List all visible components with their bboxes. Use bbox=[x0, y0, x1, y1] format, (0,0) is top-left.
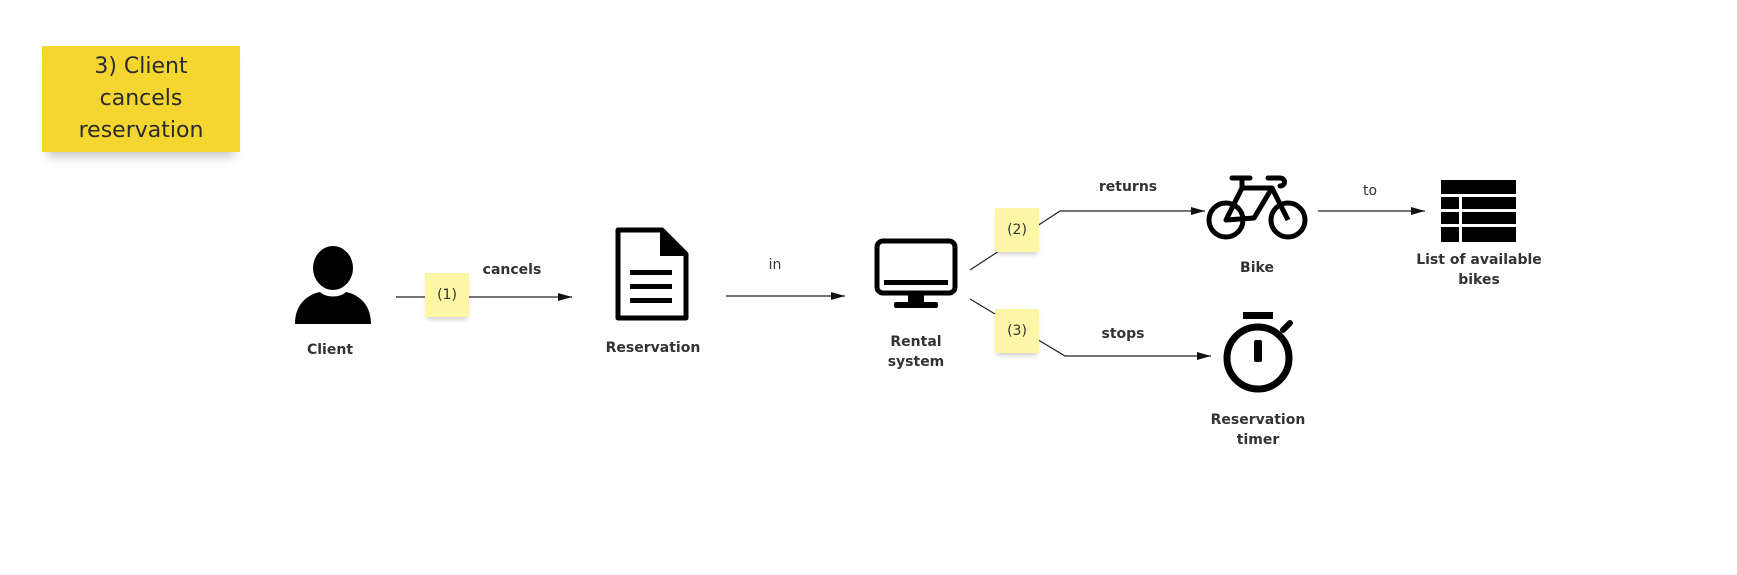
reservation-label: Reservation bbox=[605, 340, 701, 356]
edge-label-stops: stops bbox=[1101, 326, 1145, 342]
edge-label-in: in bbox=[768, 257, 782, 273]
list-table-icon bbox=[1441, 180, 1516, 242]
step-note-1[interactable]: (1) bbox=[425, 273, 469, 317]
client-label: Client bbox=[306, 342, 354, 358]
rental-system-node[interactable] bbox=[874, 238, 958, 310]
edge-label-to: to bbox=[1362, 183, 1378, 199]
step-note-2[interactable]: (2) bbox=[995, 208, 1039, 252]
step-label-3: (3) bbox=[1007, 323, 1027, 339]
document-icon bbox=[615, 227, 689, 321]
step-note-3[interactable]: (3) bbox=[995, 309, 1039, 353]
client-node[interactable] bbox=[292, 244, 374, 326]
bike-node[interactable] bbox=[1206, 172, 1308, 242]
reservation-timer-label: Reservation timer bbox=[1210, 412, 1306, 448]
person-icon bbox=[295, 246, 371, 324]
rental-system-label: Rental system bbox=[887, 334, 945, 370]
edge-label-cancels: cancels bbox=[482, 262, 542, 278]
reservation-node[interactable] bbox=[614, 226, 690, 322]
monitor-icon bbox=[874, 238, 958, 308]
list-bikes-node[interactable] bbox=[1441, 180, 1516, 242]
title-sticky-note[interactable]: 3) Client cancels reservation bbox=[42, 46, 240, 152]
bike-label: Bike bbox=[1240, 260, 1274, 276]
reservation-timer-node[interactable] bbox=[1221, 312, 1295, 396]
step-label-1: (1) bbox=[437, 287, 457, 303]
step-label-2: (2) bbox=[1007, 222, 1027, 238]
title-text: 3) Client cancels reservation bbox=[78, 54, 204, 143]
edge-label-returns: returns bbox=[1098, 179, 1158, 195]
list-bikes-label: List of available bikes bbox=[1416, 252, 1542, 288]
stopwatch-icon bbox=[1223, 312, 1293, 393]
bicycle-icon bbox=[1206, 175, 1308, 240]
